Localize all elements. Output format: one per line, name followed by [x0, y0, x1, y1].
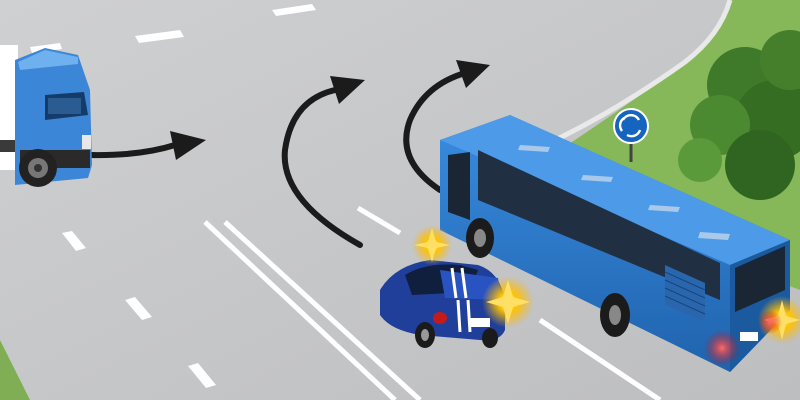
left-grass [0, 340, 30, 400]
bus [440, 115, 790, 372]
right-lane-dashes [356, 205, 662, 400]
roundabout-sign [613, 108, 649, 162]
curb [543, 0, 733, 148]
car [380, 260, 505, 348]
roundabout-sign-icon [618, 113, 642, 138]
double-solid-line [203, 220, 422, 400]
trees [678, 30, 800, 200]
arrow-heads [170, 60, 490, 160]
truck [0, 45, 92, 187]
turn-arrow-icon [87, 70, 468, 248]
lane-markings [30, 4, 316, 388]
hazard-light-icon [412, 225, 800, 366]
